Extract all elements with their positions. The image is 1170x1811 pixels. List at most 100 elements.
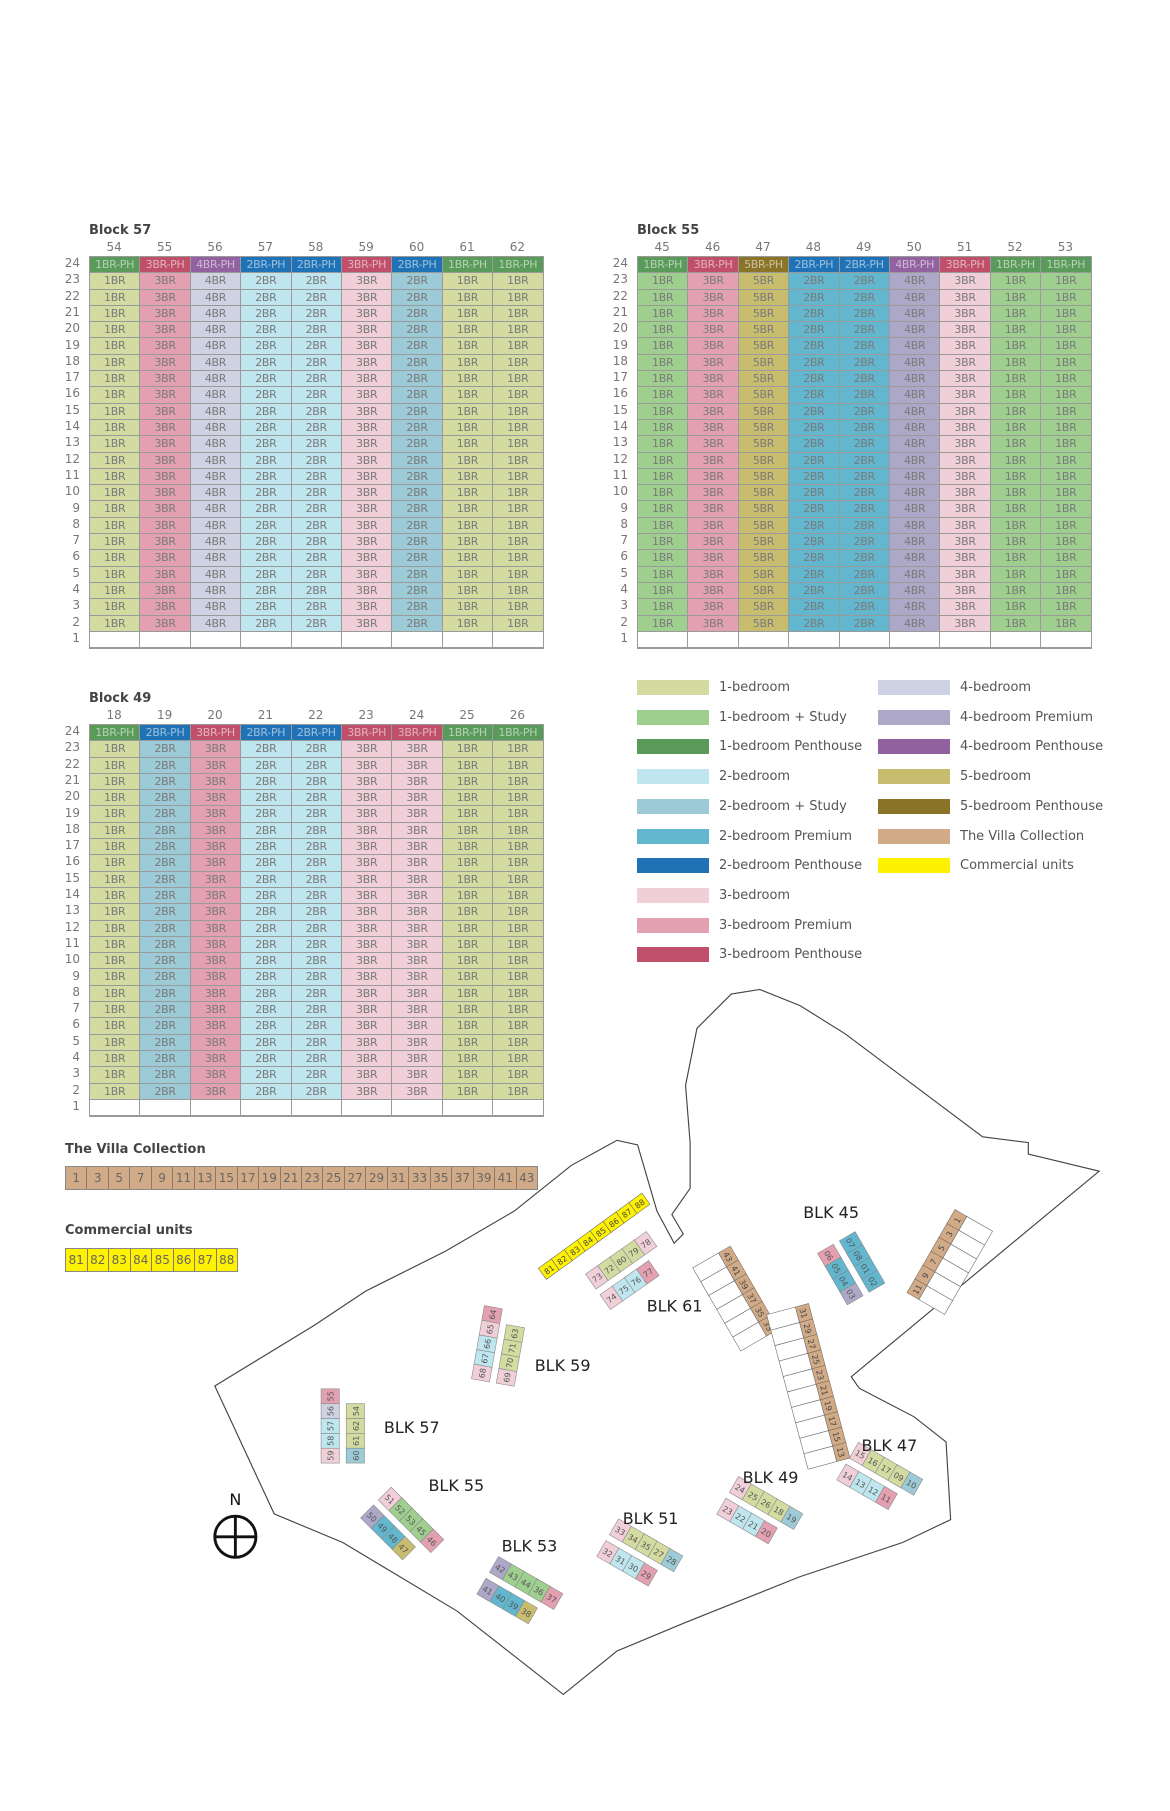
unit-cell: 5BR <box>738 485 790 502</box>
unit-cell: 2BR <box>392 534 443 551</box>
floor-label: 12 <box>64 919 80 934</box>
unit-number: 32 <box>601 1547 614 1560</box>
villa-unit-number: 41 <box>729 1264 742 1277</box>
unit-number: 54 <box>352 1406 361 1416</box>
unit-cell: 2BR <box>140 839 191 856</box>
unit-cell: 1BR <box>90 452 141 469</box>
unit-number: 65 <box>485 1324 496 1336</box>
unit-cell: 1BR <box>493 773 544 791</box>
unit-cell: 1BR <box>638 501 689 518</box>
unit-cell: 2BR <box>839 322 890 339</box>
unit-cell: 2BR <box>392 436 443 453</box>
unit-cell: 3BR <box>190 936 242 954</box>
unit-cell: 3BR <box>341 1018 393 1035</box>
floor-label: 19 <box>64 337 80 352</box>
unit-number-header: 45 <box>654 240 670 254</box>
unit-cell: 1BR <box>90 322 141 339</box>
unit-cell: 3BR-PH <box>341 725 393 742</box>
unit-cell: 3BR <box>341 305 393 323</box>
villa-unit-number: 39 <box>737 1278 750 1291</box>
unit-cell: 3BR <box>940 371 991 388</box>
unit-number-header: 23 <box>358 708 374 722</box>
unit-cell: 2BR <box>291 1050 342 1068</box>
unit-cell: 2BR <box>839 534 890 551</box>
floor-label: 10 <box>64 484 80 499</box>
unit-cell: 2BR <box>241 904 292 921</box>
unit-cell: 2BR <box>392 403 443 420</box>
floor-label: 12 <box>612 451 628 466</box>
legend-label: 1-bedroom Penthouse <box>719 739 863 755</box>
unit-cell: 4BR <box>889 599 941 616</box>
unit-cell: 3BR <box>341 757 393 774</box>
villa-unit-number: 13 <box>835 1446 846 1458</box>
unit-cell: 1BR <box>493 501 544 518</box>
unit-cell: 1BR <box>990 517 1042 535</box>
unit-cell: 3BR <box>190 822 242 840</box>
legend-label: 3-bedroom <box>719 887 791 903</box>
unit-cell: 3BR <box>688 517 739 535</box>
unit-cell: 1BR <box>990 599 1042 616</box>
unit-cell: 2BR <box>392 517 443 535</box>
unit-cell: 4BR <box>190 485 242 502</box>
unit-cell: 1BR <box>990 338 1042 355</box>
unit-cell: 1BR <box>90 550 141 567</box>
unit-cell: 3BR <box>341 1083 393 1100</box>
unit-cell: 3BR <box>140 338 191 355</box>
unit-cell: 2BR <box>241 468 292 486</box>
site-boundary <box>214 988 1101 1696</box>
floor-label: 5 <box>72 565 80 580</box>
unit-cell <box>140 631 191 649</box>
unit-cell: 1BR <box>442 517 494 535</box>
unit-number: 23 <box>721 1504 734 1517</box>
unit-cell: 2BR <box>241 289 292 306</box>
unit-cell: 3BR <box>392 757 443 774</box>
floor-label: 21 <box>64 304 80 319</box>
unit-number: 57 <box>327 1421 336 1431</box>
unit-cell: 5BR <box>738 273 790 290</box>
unit-cell <box>241 631 292 649</box>
unit-cell: 2BR <box>140 969 191 986</box>
unit-cell: 2BR <box>140 806 191 823</box>
unit-cell: 1BR <box>990 485 1042 502</box>
unit-cell: 3BR <box>140 566 191 583</box>
unit-cell: 1BR <box>90 517 141 535</box>
unit-cell: 1BR <box>442 806 494 823</box>
legend-item: 2-bedroom + Study <box>637 798 847 814</box>
unit-cell: 3BR <box>688 354 739 372</box>
unit-cell: 2BR <box>291 920 342 937</box>
unit-cell: 1BR <box>442 354 494 372</box>
unit-cell: 17 <box>238 1167 260 1189</box>
unit-cell: 1BR <box>1041 338 1092 355</box>
unit-cell: 4BR <box>889 338 941 355</box>
unit-cell: 1BR <box>90 822 141 840</box>
unit-cell: 2BR <box>241 501 292 518</box>
unit-number: 18 <box>772 1505 785 1518</box>
unit-cell: 2BR <box>241 436 292 453</box>
unit-cell: 1BR <box>90 969 141 986</box>
unit-cell: 1BR <box>638 322 689 339</box>
unit-cell: 1BR <box>90 1002 141 1019</box>
unit-cell: 5BR <box>738 289 790 306</box>
floor-label: 9 <box>72 500 80 515</box>
unit-cell: 1BR <box>493 517 544 535</box>
unit-shape <box>419 1528 445 1554</box>
unit-cell: 1BR <box>1041 517 1092 535</box>
floor-label: 24 <box>612 256 628 270</box>
unit-number: 25 <box>746 1490 759 1503</box>
unit-cell: 2BR <box>241 936 292 954</box>
unit-cell: 3BR <box>341 822 393 840</box>
unit-cell: 3 <box>87 1167 109 1189</box>
unit-cell: 2BR <box>789 354 840 372</box>
unit-cell: 81 <box>66 1249 88 1271</box>
unit-cell: 4BR <box>190 338 242 355</box>
unit-cell: 29 <box>366 1167 388 1189</box>
unit-cell: 4BR-PH <box>889 257 941 274</box>
unit-number: 16 <box>866 1456 879 1469</box>
unit-cell: 2BR <box>140 887 191 905</box>
unit-cell: 4BR <box>889 289 941 306</box>
unit-cell: 3BR <box>688 305 739 323</box>
unit-cell: 5BR <box>738 322 790 339</box>
